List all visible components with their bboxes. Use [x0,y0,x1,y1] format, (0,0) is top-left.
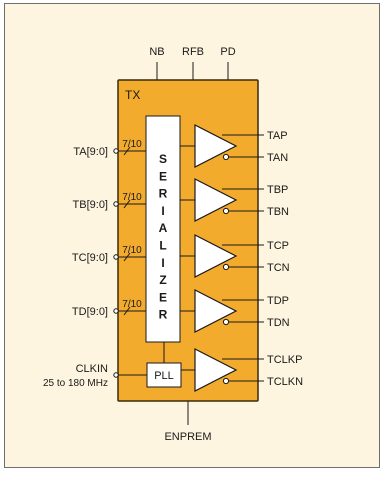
positive-output-label: TCP [267,240,289,252]
bus-width-label: 7/10 [122,245,142,256]
pin-rfb: RFB [182,46,204,58]
differential-driver [194,234,238,278]
input-pin [113,148,119,154]
serializer-letter: R [159,308,168,322]
clkin-label: CLKIN [76,363,108,375]
input-pin [113,254,119,260]
serializer-letter: L [159,239,166,253]
bus-width-label: 7/10 [122,192,142,203]
bus-slash-mark [123,252,131,262]
positive-output-label: TDP [267,295,289,307]
serializer-block [145,115,181,343]
inverting-bubble [222,153,230,161]
input-label: TC[9:0] [72,252,108,264]
positive-output-label: TCLKP [267,354,302,366]
pin-enprem: ENPREM [164,431,211,443]
differential-driver [194,178,238,222]
positive-output-label: TBP [267,184,288,196]
differential-driver [194,124,238,168]
serializer-letter: E [159,169,167,183]
inverting-bubble [222,377,230,385]
serializer-letter: S [159,152,167,166]
input-label: TA[9:0] [73,146,108,158]
negative-output-label: TCLKN [267,376,303,388]
clkin-range-label: 25 to 180 MHz [43,378,108,389]
bus-width-label: 7/10 [122,299,142,310]
serializer-letter: A [159,221,168,235]
inverting-bubble [222,263,230,271]
bus-slash-mark [123,146,131,156]
pin-pd: PD [220,46,235,58]
pll-label: PLL [154,370,174,382]
input-label: TD[9:0] [72,306,108,318]
inverting-bubble [222,207,230,215]
chip-title: TX [125,88,140,102]
positive-output-label: TAP [267,130,288,142]
differential-driver [194,289,238,333]
serializer-letter: I [161,256,164,270]
serializer-letter: E [159,290,167,304]
wire-layer [156,62,229,425]
bus-slash-mark [123,306,131,316]
bus-slash-mark [123,199,131,209]
negative-output-label: TAN [267,152,288,164]
input-pin [113,308,119,314]
serializer-letter: Z [159,273,166,287]
serializer-letter: R [159,187,168,201]
pll-block [146,362,182,388]
negative-output-label: TBN [267,206,289,218]
bus-width-label: 7/10 [122,139,142,150]
output-drivers: TAP TAN TBP TBN TCP TCN TDP TDN TCLKP TCLKN [180,124,303,392]
pin-nb: NB [149,46,164,58]
differential-driver [194,348,238,392]
negative-output-label: TCN [267,262,290,274]
tx-chip-body [117,79,259,402]
input-label: TB[9:0] [73,199,108,211]
clkin-pin [113,372,119,378]
input-pin [113,201,119,207]
negative-output-label: TDN [267,317,290,329]
serializer-letter: I [161,204,164,218]
input-buses: TA[9:0]7/10TB[9:0]7/10TC[9:0]7/10TD[9:0]… [72,139,165,378]
inverting-bubble [222,318,230,326]
